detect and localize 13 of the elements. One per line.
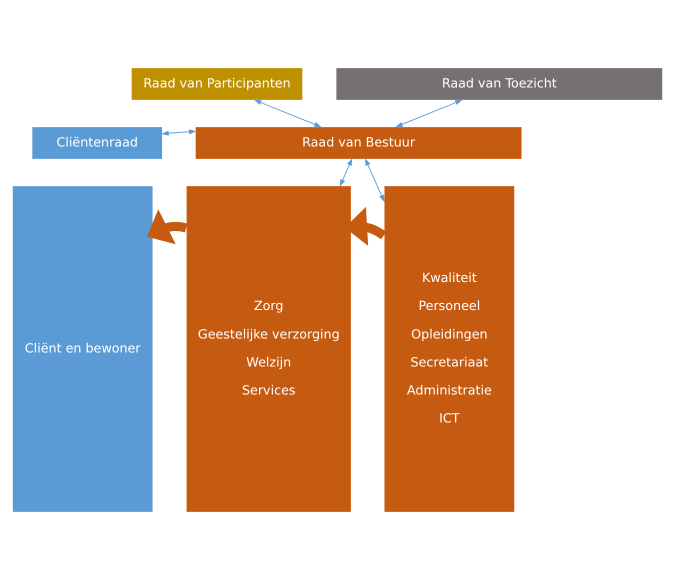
arrow [161, 129, 196, 136]
node-box: Kwaliteit Personeel Opleidingen Secretariaat Administratie ICT [384, 185, 516, 513]
node-box: Raad van Participanten [130, 67, 304, 101]
node-box: Zorg Geestelijke verzorging Welzijn Services [186, 185, 352, 513]
node-box: Cliëntenraad [31, 126, 164, 160]
node-box: Cliënt en bewoner [12, 185, 154, 513]
arrow [365, 158, 385, 202]
node-box: Raad van Bestuur [194, 126, 522, 160]
arrow [254, 100, 322, 128]
arrow [147, 209, 188, 244]
node-box: Raad van Toezicht [335, 67, 664, 101]
arrow [340, 158, 352, 187]
arrow [395, 100, 462, 128]
